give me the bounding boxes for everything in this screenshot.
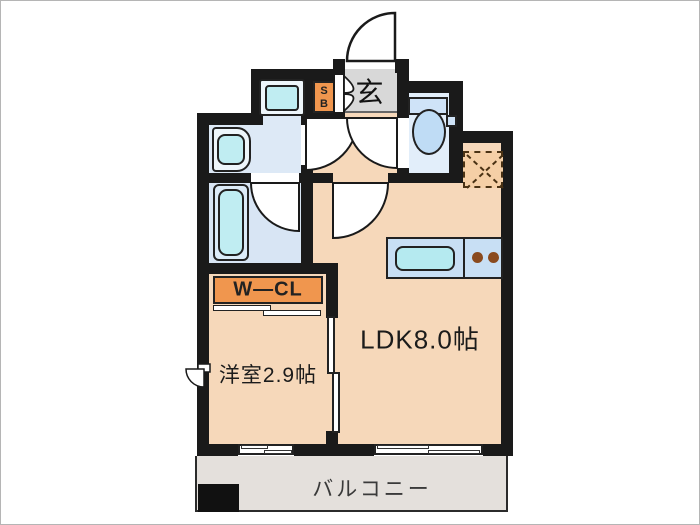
shoe-box-label-b: B — [320, 98, 328, 110]
entrance-door-swing — [345, 11, 397, 63]
wall — [197, 113, 209, 456]
stove-burner-icon — [472, 252, 483, 263]
washing-machine-icon — [265, 85, 299, 111]
sliding-door-panel — [327, 316, 335, 374]
wall — [197, 263, 338, 274]
wall — [294, 444, 374, 456]
refrigerator-space-x-icon — [466, 154, 504, 189]
wall — [401, 81, 461, 93]
stove-burner-icon — [488, 252, 499, 263]
ldk-label: LDK8.0帖 — [360, 324, 480, 355]
western-room-label: 洋室2.9帖 — [218, 364, 318, 387]
walk-in-closet — [213, 276, 323, 304]
refrigerator-space — [463, 151, 504, 189]
toilet-flush-button — [446, 115, 457, 127]
kitchen-counter-divider — [463, 237, 465, 279]
toilet-bowl-icon — [412, 109, 446, 155]
balcony-label: バルコニー — [312, 478, 432, 501]
ldk-floor — [313, 183, 501, 444]
wall — [301, 165, 313, 263]
wall — [326, 263, 338, 318]
balcony-corner-block — [198, 484, 239, 512]
sliding-door-panel — [332, 372, 340, 433]
shoe-box: S B — [313, 81, 335, 113]
bathtub-inner — [218, 189, 244, 256]
wall — [501, 131, 513, 456]
closet-sliding-door — [213, 305, 271, 311]
wall — [326, 431, 338, 444]
wall — [197, 113, 263, 125]
wall — [388, 173, 463, 183]
kitchen-sink-icon — [395, 246, 455, 271]
wall — [299, 173, 333, 183]
window-pane — [264, 450, 292, 454]
wall — [456, 131, 513, 143]
window-pane — [241, 445, 268, 449]
genkan-step-edge — [343, 111, 397, 113]
wall — [251, 69, 337, 81]
balcony — [195, 456, 508, 512]
shoe-box-label-s: S — [320, 85, 328, 97]
closet-sliding-door — [263, 310, 321, 316]
window-pane — [428, 450, 480, 454]
walk-in-closet-label: W—CL — [233, 278, 303, 301]
wall — [313, 111, 345, 119]
window-pane — [377, 445, 429, 449]
wall — [209, 173, 251, 183]
genkan-label: 玄 — [355, 77, 385, 108]
wall — [333, 59, 345, 81]
wall — [483, 444, 513, 456]
wall — [197, 444, 238, 456]
vanity-sink-icon — [217, 134, 245, 165]
